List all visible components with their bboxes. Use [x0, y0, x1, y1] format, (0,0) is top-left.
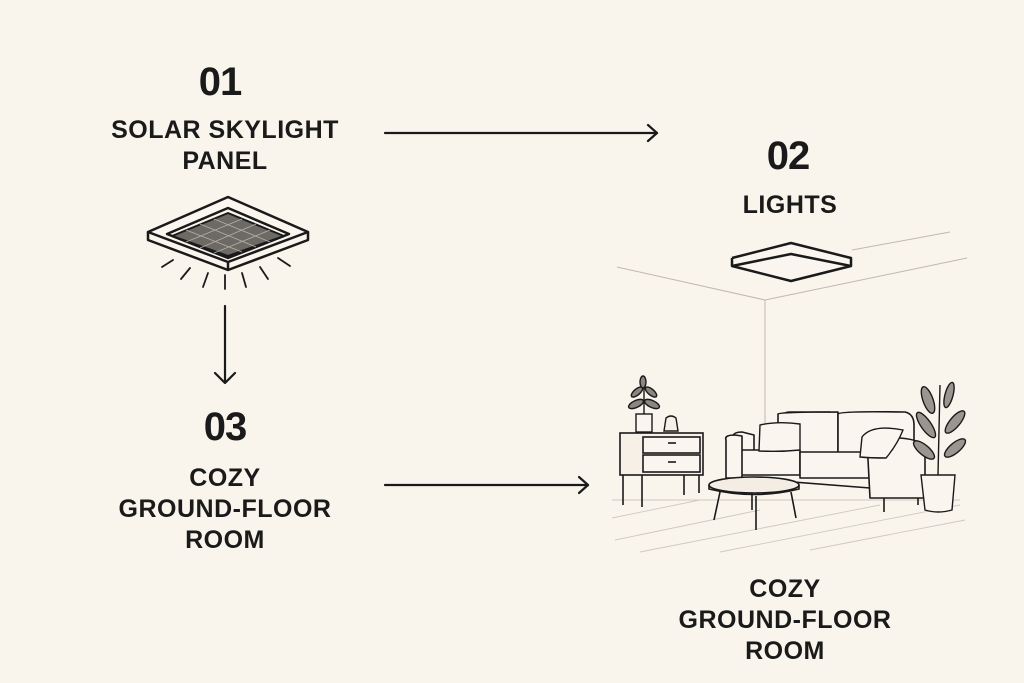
ceiling-light-icon [730, 241, 853, 283]
potted-plant-small [627, 375, 661, 433]
step-02-number: 02 [766, 134, 811, 178]
step-01-label: SOLAR SKYLIGHT PANEL [70, 115, 380, 177]
step-01-number: 01 [198, 60, 243, 104]
light-rays [161, 257, 291, 290]
step-01-label-line-2: PANEL [182, 147, 268, 175]
room-caption-line-3: ROOM [745, 637, 825, 665]
step-03-label: COZY GROUND-FLOOR ROOM [70, 463, 380, 556]
coffee-table [708, 476, 800, 530]
potted-plant-tall [912, 381, 967, 513]
step-03-label-line-3: ROOM [185, 526, 265, 554]
step-03-label-line-2: GROUND-FLOOR [118, 495, 332, 523]
step-01-label-line-1: SOLAR SKYLIGHT [111, 116, 339, 144]
room-caption-line-1: COZY [749, 575, 821, 603]
room-caption: COZY GROUND-FLOOR ROOM [630, 574, 940, 667]
side-cabinet [619, 432, 704, 507]
step-03-number: 03 [203, 405, 248, 449]
room-caption-line-2: GROUND-FLOOR [678, 606, 892, 634]
cushions [758, 422, 904, 459]
room-walls [616, 231, 968, 425]
step-03-label-line-1: COZY [189, 464, 261, 492]
step-02-label: LIGHTS [742, 191, 838, 219]
wood-floor [611, 499, 966, 553]
vase [663, 415, 679, 432]
